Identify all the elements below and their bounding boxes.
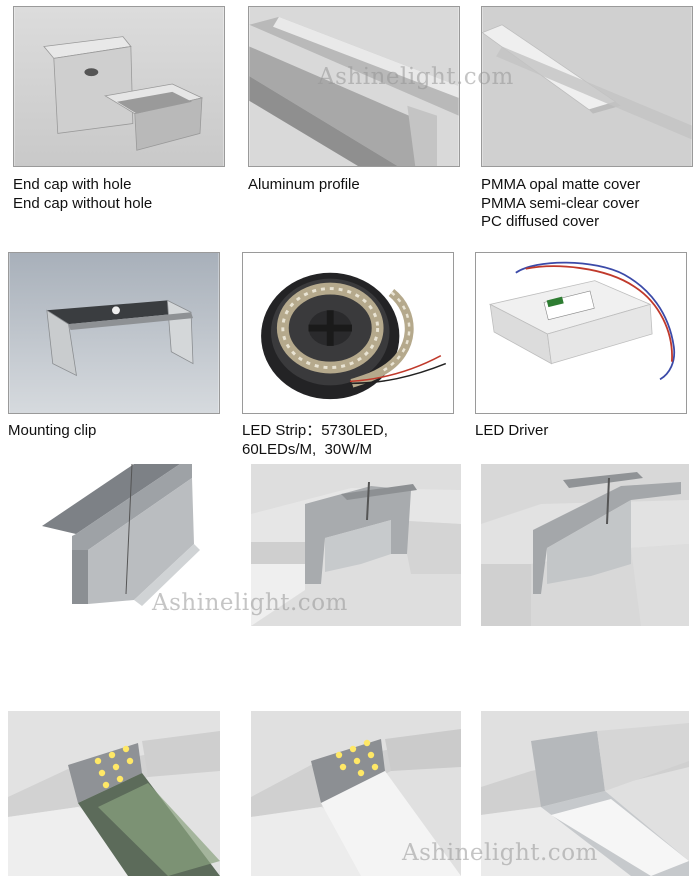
end-cap-caption: End cap with hole End cap without hole: [13, 176, 153, 212]
mounting-clip-photo: [8, 252, 220, 414]
ceiling-install-render-2: [481, 464, 689, 626]
ceiling-install-render-1: [251, 464, 461, 626]
aluminum-profile-photo: [248, 6, 460, 167]
led-driver-photo: [475, 252, 687, 414]
lit-install-render-1: [8, 711, 220, 876]
mounting-clip-caption: Mounting clip: [8, 422, 97, 439]
aluminum-profile-caption: Aluminum profile: [248, 176, 360, 193]
recessed-profile-render: [22, 464, 234, 626]
lit-install-render-3: [481, 711, 689, 876]
end-cap-photo: [13, 6, 225, 167]
lit-install-render-2: [251, 711, 461, 876]
pmma-cover-photo: [481, 6, 693, 167]
led-driver-caption: LED Driver: [475, 422, 549, 439]
led-strip-caption: LED Strip：5730LED, 60LEDs/M, 30W/M: [242, 422, 388, 458]
pmma-cover-caption: PMMA opal matte cover PMMA semi-clear co…: [481, 176, 641, 230]
led-strip-photo: [242, 252, 454, 414]
